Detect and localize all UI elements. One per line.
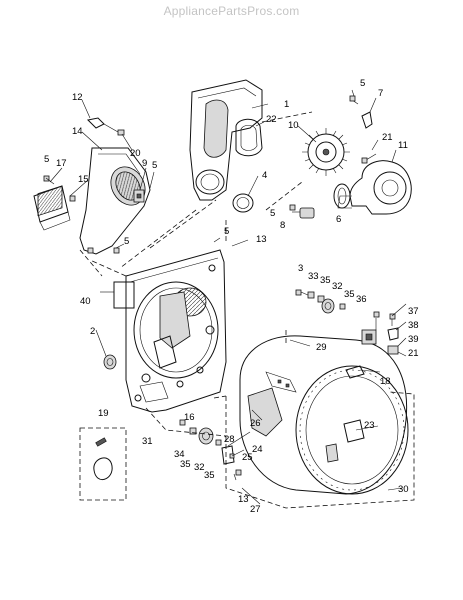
label-13-lower: 13 <box>238 494 249 505</box>
label-5-fitting: 5 <box>270 208 275 219</box>
drum <box>239 335 409 495</box>
label-38: 38 <box>408 320 419 331</box>
label-13-upper: 13 <box>256 234 267 245</box>
label-18: 18 <box>380 376 391 387</box>
blower-seal <box>333 183 351 209</box>
watermark: AppliancePartsPros.com <box>163 4 300 18</box>
duct-seal <box>235 118 263 157</box>
label-11: 11 <box>398 140 408 151</box>
front-roller-assembly <box>179 419 242 476</box>
label-35-a: 35 <box>320 275 331 286</box>
label-27: 27 <box>250 504 261 515</box>
label-30: 30 <box>398 484 409 495</box>
duct-clip <box>86 117 125 136</box>
part-labels: 1 2 3 4 5 5 5 5 5 5 6 7 8 9 10 11 12 13 … <box>44 78 419 515</box>
label-28: 28 <box>224 434 235 445</box>
rear-duct-cover <box>189 79 263 201</box>
duct-ring-seal <box>232 193 254 213</box>
label-5-top: 5 <box>360 78 365 89</box>
blower-housing <box>337 160 412 215</box>
label-22: 22 <box>266 114 277 125</box>
drum-roller-left <box>103 354 117 370</box>
label-35-d: 35 <box>204 470 215 481</box>
label-26: 26 <box>250 418 261 429</box>
label-15: 15 <box>78 174 89 185</box>
blower-wheel <box>302 128 350 176</box>
label-36: 36 <box>356 294 367 305</box>
label-5-duct: 5 <box>124 236 129 247</box>
label-19: 19 <box>98 408 109 419</box>
lint-screws <box>43 175 120 254</box>
leader-lines <box>49 89 407 505</box>
thermal-fuse <box>361 311 380 345</box>
rear-bulkhead <box>125 249 227 413</box>
label-16: 16 <box>184 412 195 423</box>
label-7: 7 <box>378 88 383 99</box>
label-33: 33 <box>308 271 319 282</box>
label-14: 14 <box>72 126 83 137</box>
drum-clip <box>345 365 365 379</box>
label-32-upper: 32 <box>332 281 343 292</box>
label-35-b: 35 <box>344 289 355 300</box>
label-23: 23 <box>364 420 375 431</box>
label-2: 2 <box>90 326 95 337</box>
label-4: 4 <box>262 170 267 181</box>
label-21-upper: 21 <box>382 132 393 143</box>
label-37: 37 <box>408 306 419 317</box>
label-39: 39 <box>408 334 419 345</box>
idler-assembly <box>295 289 346 314</box>
label-35-c: 35 <box>180 459 191 470</box>
rear-label <box>113 281 135 309</box>
label-9: 9 <box>142 158 147 169</box>
label-40: 40 <box>80 296 91 307</box>
lint-filter-housing <box>33 185 71 231</box>
assembly-guides <box>79 111 313 437</box>
label-34: 34 <box>174 449 185 460</box>
label-21-lower: 21 <box>408 348 419 359</box>
label-5-left: 5 <box>44 154 49 165</box>
label-3: 3 <box>298 263 303 274</box>
label-10: 10 <box>288 120 299 131</box>
terminal-parts <box>387 313 399 355</box>
label-20: 20 <box>130 148 141 159</box>
label-6: 6 <box>336 214 341 225</box>
label-32-lower: 32 <box>194 462 205 473</box>
drive-belt <box>79 427 127 501</box>
label-25: 25 <box>242 452 253 463</box>
drum-belt-outline <box>213 391 415 509</box>
label-12: 12 <box>72 92 83 103</box>
label-31: 31 <box>142 436 153 447</box>
label-5-bulkhead: 5 <box>224 226 229 237</box>
label-17: 17 <box>56 158 67 169</box>
label-1: 1 <box>284 99 289 110</box>
label-8: 8 <box>280 220 285 231</box>
label-5-thermistor: 5 <box>152 160 157 171</box>
label-24: 24 <box>252 444 263 455</box>
label-29: 29 <box>316 342 327 353</box>
duct-fitting <box>289 204 315 219</box>
housing-screw <box>361 153 377 164</box>
thermistor <box>133 189 145 203</box>
blower-clip <box>349 95 373 129</box>
